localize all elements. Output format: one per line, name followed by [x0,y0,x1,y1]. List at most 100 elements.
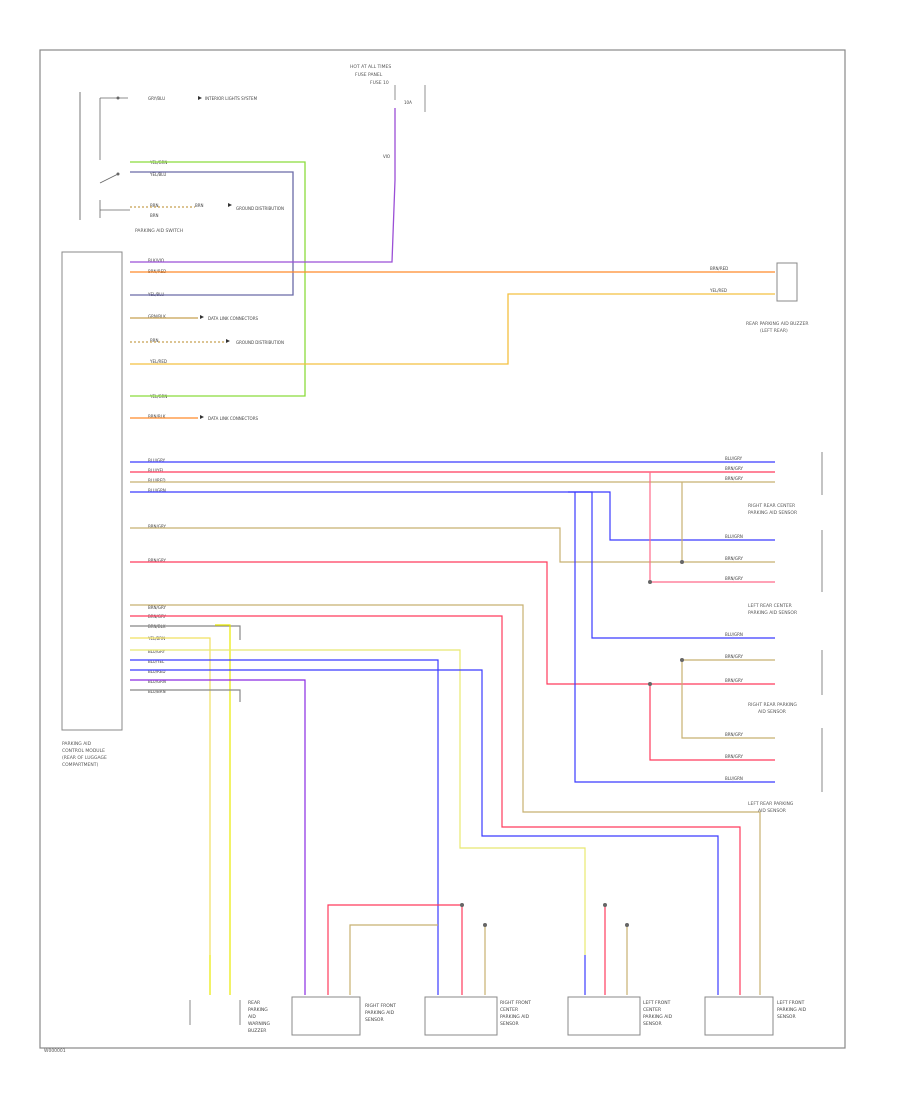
module-pin-label: BLU/RED [148,669,165,674]
wire-label: BRN/GRY [725,476,743,481]
module-label: (REAR OF LUGGAGE [62,755,107,761]
component-label: SENSOR [777,1014,796,1020]
sensor-label: PARKING AID SENSOR [748,610,797,616]
diagram-frame [39,49,846,1049]
wire-bridge [349,924,438,955]
module-pin-label: BRN [150,338,159,343]
switch-wire-label: BRN [150,213,159,218]
component-label: SENSOR [500,1021,519,1027]
right-rear-sensor: BLU/GRN BRN/GRY BRN/GRY RIGHT REAR PARKI… [725,632,823,814]
module-pin-label: BLU/GRY [148,458,166,463]
rear-buzzer-label: (LEFT REAR) [760,328,788,334]
module-pin-label: BLU/GRN [148,488,166,493]
sensor-box [704,996,774,1036]
module-pin-label: BRN/BLK [148,414,166,419]
component-label: REAR [248,1000,260,1006]
wire-label: BLU/GRN [725,534,743,539]
splice-points [460,560,684,927]
module-pin-label: BRN/GRY [148,605,166,610]
component-label: RIGHT FRONT [365,1003,396,1009]
module-pin-label: BLK/VIO [148,258,164,263]
wire-label: BRN/GRY [725,732,743,737]
wire-yel-red [130,293,775,365]
fuse-rating: 10A [404,100,412,105]
wire-label: BRN/GRY [725,754,743,759]
sensor-label: LEFT REAR PARKING [748,801,794,807]
wire-label: BLU/GRN [725,776,743,781]
module-label: PARKING AID [62,741,92,747]
wire-yel-brn [130,637,211,955]
switch-wire-label: BRN [150,203,159,208]
wire-return [649,684,775,761]
component-label: LEFT FRONT [643,1000,671,1006]
module-pin-label: BLU/GRN [148,679,166,684]
diagram-id: W000001 [44,1048,66,1054]
wire-return [681,660,775,739]
wire-brn-gry [130,527,775,563]
switch-wire-label: YEL/BLU [149,172,166,177]
bottom-sensor-wiring [209,904,761,995]
sensor-label: RIGHT REAR PARKING [748,702,797,708]
bottom-components: REAR PARKING AID WARNING BUZZER RIGHT FR… [189,996,807,1036]
sensor-label: RIGHT REAR CENTER [748,503,795,509]
wire-brn-gry [130,615,741,955]
wire-blu-brn [130,689,241,702]
arrow-icon [226,339,230,343]
component-label: CENTER [643,1007,661,1013]
module-body [61,251,123,731]
module-pin-label: BRN/GRY [148,558,166,563]
switch-target-label: GROUND DISTRIBUTION [236,206,284,211]
wire-yel-blu [130,171,294,296]
wire-blu-gry [130,649,586,955]
component-label: SENSOR [643,1021,662,1027]
wire-label: BRN/RED [710,266,728,271]
wire-blu-red [130,669,719,955]
rear-buzzer-label: REAR PARKING AID BUZZER [746,321,809,327]
module-pin-label: BLU/RED [148,478,165,483]
switch-terminal [116,96,120,100]
component-label: PARKING [248,1007,268,1013]
wire-label: BRN/GRY [725,466,743,471]
module-label: CONTROL MODULE [62,748,105,754]
switch-terminal [116,172,120,176]
parking-aid-switch: GRY/BLU INTERIOR LIGHTS SYSTEM YEL/GRN Y… [79,92,284,234]
wire-brn-blk [130,625,241,640]
component-label: WARNING [248,1021,270,1027]
component-label: PARKING AID [365,1010,395,1016]
fuse-wire-code: VIO [383,154,390,159]
arrow-icon [200,415,204,419]
wire-label: BRN/GRY [725,678,743,683]
mid-wires [130,461,775,685]
module-pin-label: BLU/YEL [148,468,165,473]
wire-blu-grn [130,679,306,955]
module-pin-label: GRN/BLK [148,314,166,319]
component-label: SENSOR [365,1017,384,1023]
component-label: PARKING AID [777,1007,807,1013]
switch-wire-label: GRY/BLU [148,96,165,101]
target-label: GROUND DISTRIBUTION [236,340,284,345]
module-pin-label: YEL/RED [149,359,167,364]
wire-yel-brn-2 [215,624,231,955]
component-label: RIGHT FRONT [500,1000,531,1006]
wire-yel-grn [130,161,306,397]
module-pin-label: BLU/GRY [148,649,166,654]
wire-blk-vio [130,108,396,263]
component-label: PARKING AID [643,1014,673,1020]
sensor-label: LEFT REAR CENTER [748,603,792,609]
wire-label: BRN/GRY [725,576,743,581]
right-center-sensor: BLU/GRY BRN/GRY BRN/GRY RIGHT REAR CENTE… [725,452,823,616]
sensor-label: AID SENSOR [758,808,786,814]
wire-label: BRN/GRY [725,654,743,659]
switch-label: PARKING AID SWITCH [135,228,183,234]
target-label: DATA LINK CONNECTORS [208,316,258,321]
switch-wire-label: BRN [195,203,204,208]
wire-brn-gry [130,604,761,955]
top-wires [130,108,775,419]
sensor-box [291,996,361,1036]
component-label: AID [248,1014,256,1020]
wire-return [568,491,775,639]
top-feed-line-3: FUSE 10 [370,80,389,86]
component-label: CENTER [500,1007,518,1013]
wire-label: BLU/GRY [725,456,743,461]
wire-label: YEL/RED [709,288,727,293]
